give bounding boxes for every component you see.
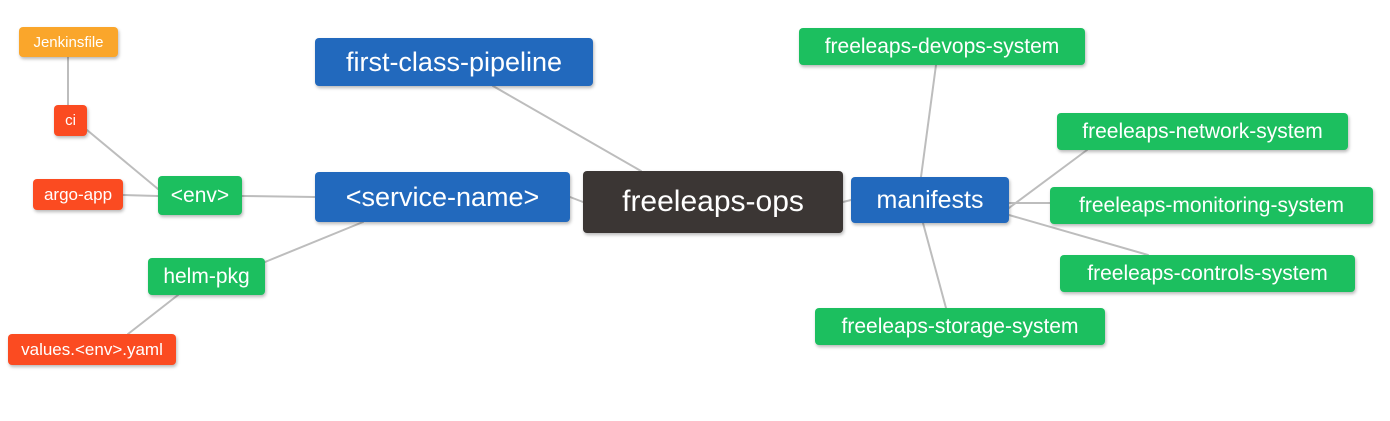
mindmap-node-helm-pkg[interactable]: helm-pkg (148, 258, 265, 295)
mindmap-node-label-freeleaps-network-system: freeleaps-network-system (1082, 120, 1323, 143)
mindmap-node-label-freeleaps-storage-system: freeleaps-storage-system (841, 315, 1079, 338)
mindmap-node-freeleaps-network-system[interactable]: freeleaps-network-system (1057, 113, 1348, 150)
mindmap-edge-freeleaps-ops-to-manifests (842, 199, 852, 203)
mindmap-node-label-first-class-pipeline: first-class-pipeline (345, 46, 563, 77)
mindmap-node-freeleaps-ops[interactable]: freeleaps-ops (583, 171, 843, 233)
mindmap-edge-manifests-to-freeleaps-storage-system (922, 222, 947, 309)
mindmap-node-label-helm-pkg: helm-pkg (163, 265, 250, 288)
mindmap-node-manifests[interactable]: manifests (851, 177, 1009, 223)
mindmap-node-env[interactable]: <env> (158, 176, 242, 215)
mindmap-node-label-env: <env> (170, 184, 230, 207)
mindmap-node-freeleaps-devops-system[interactable]: freeleaps-devops-system (799, 28, 1085, 65)
mindmap-edge-manifests-to-freeleaps-devops-system (920, 64, 937, 178)
mindmap-node-service-name[interactable]: <service-name> (315, 172, 570, 222)
mindmap-node-label-jenkinsfile: Jenkinsfile (33, 33, 104, 51)
mindmap-edge-freeleaps-ops-to-first-class-pipeline (492, 85, 642, 172)
mindmap-edge-service-name-to-env (241, 195, 316, 198)
mindmap-edge-env-to-argo-app (122, 194, 159, 197)
mindmap-node-label-manifests: manifests (876, 185, 984, 214)
mindmap-node-freeleaps-monitoring-system[interactable]: freeleaps-monitoring-system (1050, 187, 1373, 224)
mindmap-edge-service-name-to-helm-pkg (264, 221, 364, 263)
mindmap-node-label-argo-app: argo-app (43, 185, 113, 204)
mindmap-node-label-values-env-yaml: values.<env>.yaml (21, 340, 163, 359)
mindmap-node-values-env-yaml[interactable]: values.<env>.yaml (8, 334, 176, 365)
mindmap-node-ci[interactable]: ci (54, 105, 87, 136)
mindmap-edge-freeleaps-ops-to-service-name (569, 196, 584, 203)
mindmap-node-label-ci: ci (65, 112, 76, 129)
mindmap-node-label-freeleaps-ops: freeleaps-ops (622, 185, 804, 218)
mindmap-node-first-class-pipeline[interactable]: first-class-pipeline (315, 38, 593, 86)
mindmap-node-label-service-name: <service-name> (345, 181, 540, 212)
mindmap-node-label-freeleaps-controls-system: freeleaps-controls-system (1087, 262, 1328, 285)
mindmap-node-jenkinsfile[interactable]: Jenkinsfile (19, 27, 118, 57)
mindmap-node-label-freeleaps-monitoring-system: freeleaps-monitoring-system (1079, 194, 1344, 217)
mindmap-edge-helm-pkg-to-values-env-yaml (127, 294, 179, 335)
mindmap-node-label-freeleaps-devops-system: freeleaps-devops-system (824, 35, 1060, 58)
mindmap-node-freeleaps-controls-system[interactable]: freeleaps-controls-system (1060, 255, 1355, 292)
mindmap-node-argo-app[interactable]: argo-app (33, 179, 123, 210)
mindmap-node-freeleaps-storage-system[interactable]: freeleaps-storage-system (815, 308, 1105, 345)
